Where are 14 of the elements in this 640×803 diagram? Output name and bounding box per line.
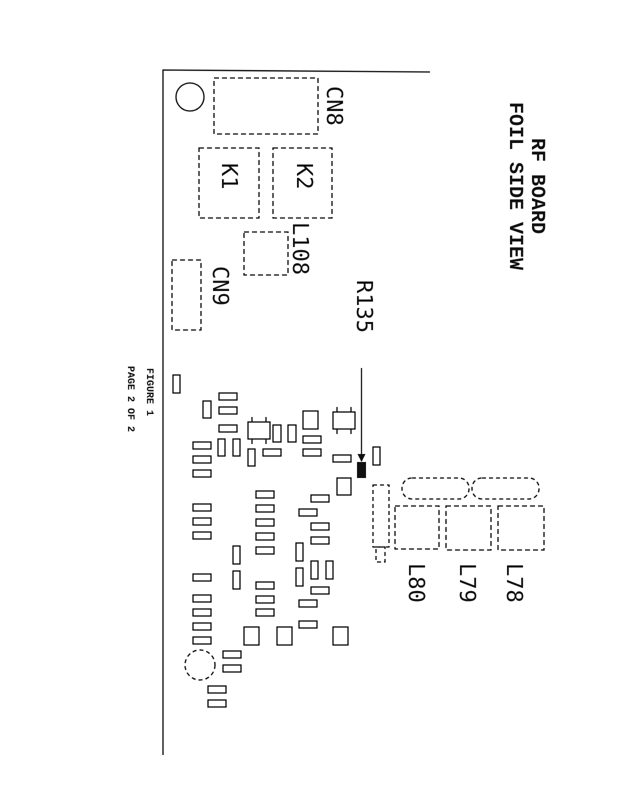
component-label: R135 — [352, 280, 374, 333]
component-label: L78 — [502, 563, 524, 603]
component-label: L80 — [404, 563, 426, 603]
component-label: CN8 — [322, 86, 344, 126]
component-label: CN9 — [208, 266, 230, 306]
leader-arrow — [358, 368, 366, 462]
component-label: K2 — [292, 163, 314, 190]
title: RF BOARD FOIL SIDE VIEW — [503, 100, 547, 272]
component-label: K1 — [217, 163, 239, 190]
page-number: PAGE 2 OF 2 — [124, 366, 134, 432]
component-label: L108 — [288, 222, 310, 275]
component-label: L79 — [455, 563, 477, 603]
highlighted-resistor — [357, 462, 366, 478]
figure-caption: FIGURE 1 — [143, 368, 153, 416]
